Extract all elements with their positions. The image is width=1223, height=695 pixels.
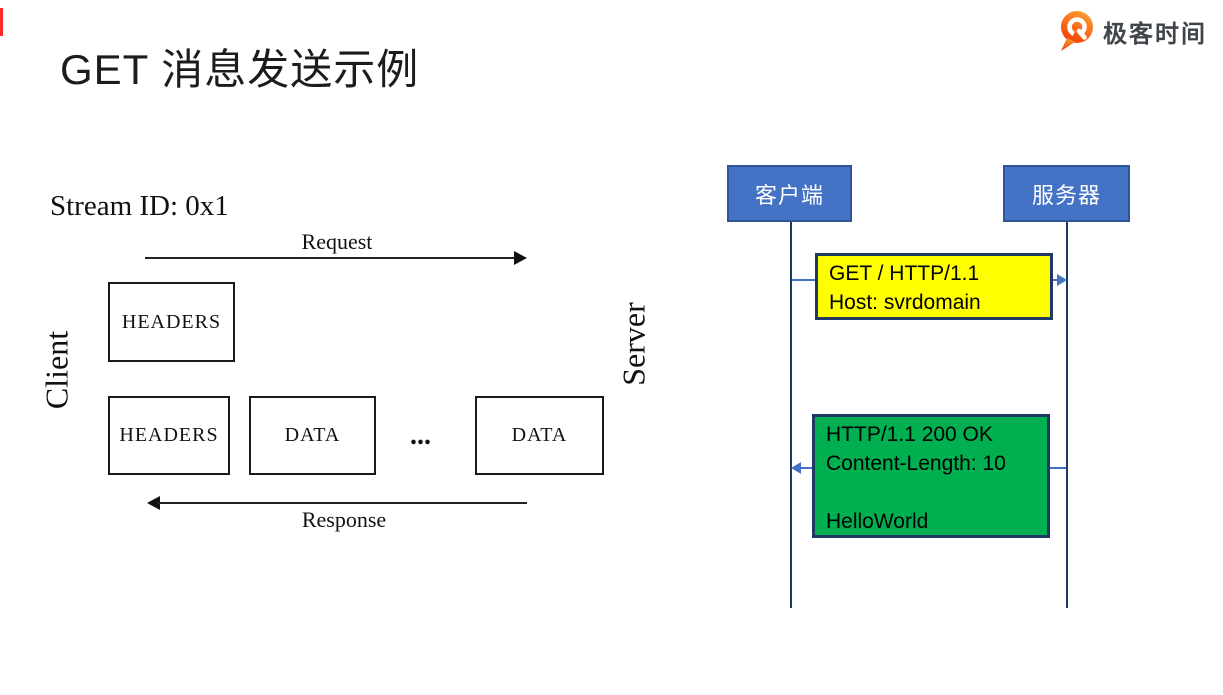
response-line: Content-Length: 10 [826, 452, 1006, 475]
brand-logo: 极客时间 [1058, 10, 1207, 52]
ellipsis-label: ... [410, 420, 431, 451]
response-line: HTTP/1.1 200 OK [826, 423, 993, 446]
page-title: GET 消息发送示例 [60, 46, 420, 93]
response-message-line [1050, 467, 1066, 469]
red-edge-mark [0, 8, 3, 36]
response-message-line [800, 467, 812, 469]
http-request-message: GET / HTTP/1.1 Host: svrdomain [815, 253, 1053, 320]
request-arrowhead-icon [514, 251, 527, 265]
response-arrow-line [158, 502, 527, 504]
request-message-line [1053, 279, 1058, 281]
request-arrow-line [145, 257, 517, 259]
headers-frame-box: HEADERS [108, 282, 235, 362]
http-response-message: HTTP/1.1 200 OK Content-Length: 10 Hello… [812, 414, 1050, 538]
data-frame-box: DATA [475, 396, 604, 475]
request-label: Request [301, 229, 373, 254]
server-actor-box: 服务器 [1003, 165, 1130, 222]
frame-box-label: HEADERS [119, 424, 219, 446]
frame-box-label: DATA [511, 424, 568, 446]
request-message-line [792, 279, 815, 281]
request-line: GET / HTTP/1.1 [829, 262, 980, 285]
stream-id-label: Stream ID: 0x1 [50, 190, 229, 222]
client-side-label: Client [38, 330, 75, 410]
geektime-pin-icon [1061, 11, 1093, 51]
headers-frame-box: HEADERS [108, 396, 230, 475]
frame-box-label: DATA [284, 424, 341, 446]
response-label: Response [301, 507, 387, 532]
server-lifeline [1066, 222, 1068, 608]
request-message-arrowhead-icon [1057, 274, 1067, 286]
response-message-arrowhead-icon [791, 462, 801, 474]
request-line: Host: svrdomain [829, 291, 981, 314]
response-arrowhead-icon [147, 496, 160, 510]
server-side-label: Server [615, 302, 652, 386]
frame-box-label: HEADERS [121, 310, 222, 333]
brand-name: 极客时间 [1103, 20, 1207, 48]
data-frame-box: DATA [249, 396, 376, 475]
client-lifeline [790, 222, 792, 608]
response-line [826, 478, 1047, 507]
response-line: HelloWorld [826, 510, 929, 533]
client-actor-box: 客户端 [727, 165, 852, 222]
